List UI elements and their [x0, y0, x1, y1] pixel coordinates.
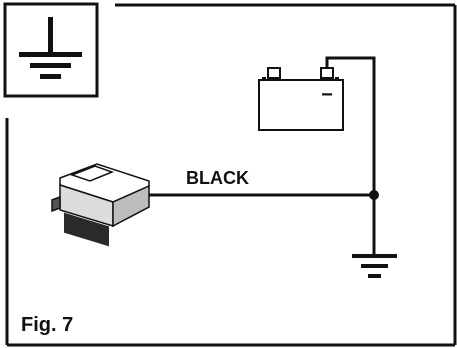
battery-icon: − [258, 67, 344, 131]
battery-terminal-negative [267, 67, 281, 79]
module-connector [64, 212, 109, 247]
module-top-panel [69, 165, 115, 182]
module-mount-tab [51, 195, 61, 213]
module-side-face [112, 184, 150, 228]
battery-terminal-positive [320, 67, 334, 79]
wires [148, 56, 376, 255]
ground-symbol-icon [3, 2, 99, 98]
chassis-ground-icon [352, 254, 397, 278]
figure-label: Fig. 7 [21, 314, 73, 336]
battery-minus-sign: − [321, 84, 333, 106]
figure-frame [5, 3, 457, 347]
battery-to-junction-wire [325, 56, 376, 195]
wire-label-black: BLACK [186, 168, 249, 188]
junction-dot [369, 190, 379, 200]
battery-body [258, 79, 344, 131]
alarm-module-icon [51, 163, 150, 247]
